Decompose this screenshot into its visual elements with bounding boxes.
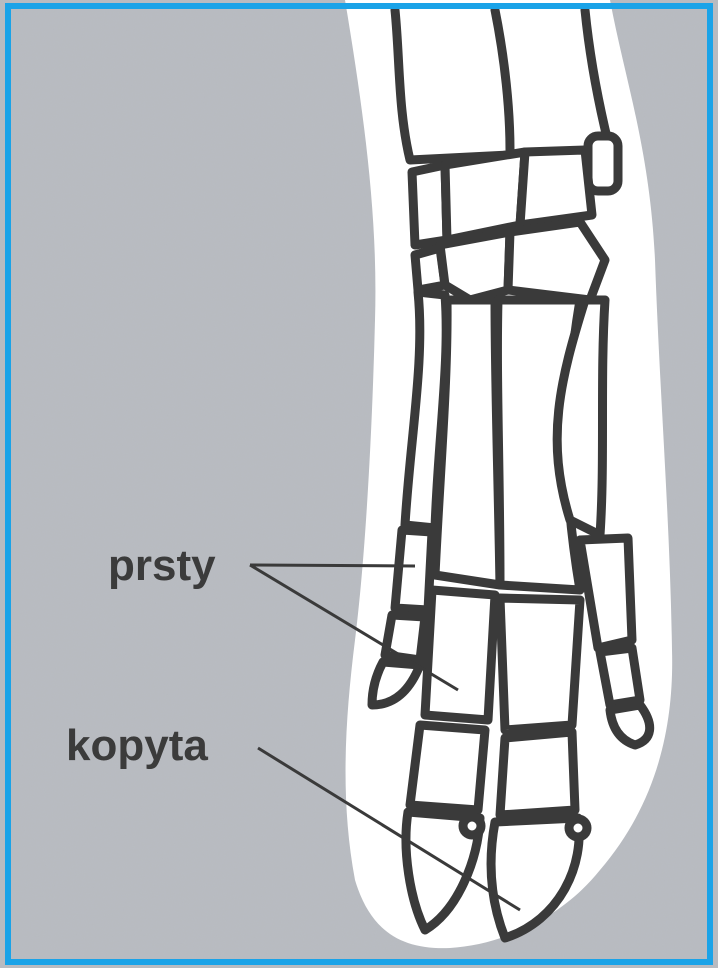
dewclaw-right-phalanx-2: [600, 648, 640, 705]
sesamoid-right: [569, 819, 587, 837]
leader-prsty-upper: [250, 565, 415, 566]
carpal-lower-3: [508, 222, 605, 300]
digit-right-phalanx-2: [500, 732, 575, 815]
digit-left-phalanx-1: [425, 590, 495, 720]
label-digits: prsty: [108, 541, 216, 590]
sesamoid-left: [463, 817, 481, 835]
metacarpal-left-main: [435, 300, 500, 585]
carpal-upper-3: [520, 150, 592, 225]
label-hooves: kopyta: [66, 721, 208, 770]
dewclaw-left-phalanx-2: [385, 615, 425, 660]
digit-left-phalanx-2: [410, 725, 485, 810]
carpal-lower-2: [440, 232, 510, 300]
digit-right-phalanx-1: [500, 598, 580, 730]
carpal-upper-2: [445, 152, 525, 240]
dewclaw-left-phalanx-1: [395, 530, 432, 610]
